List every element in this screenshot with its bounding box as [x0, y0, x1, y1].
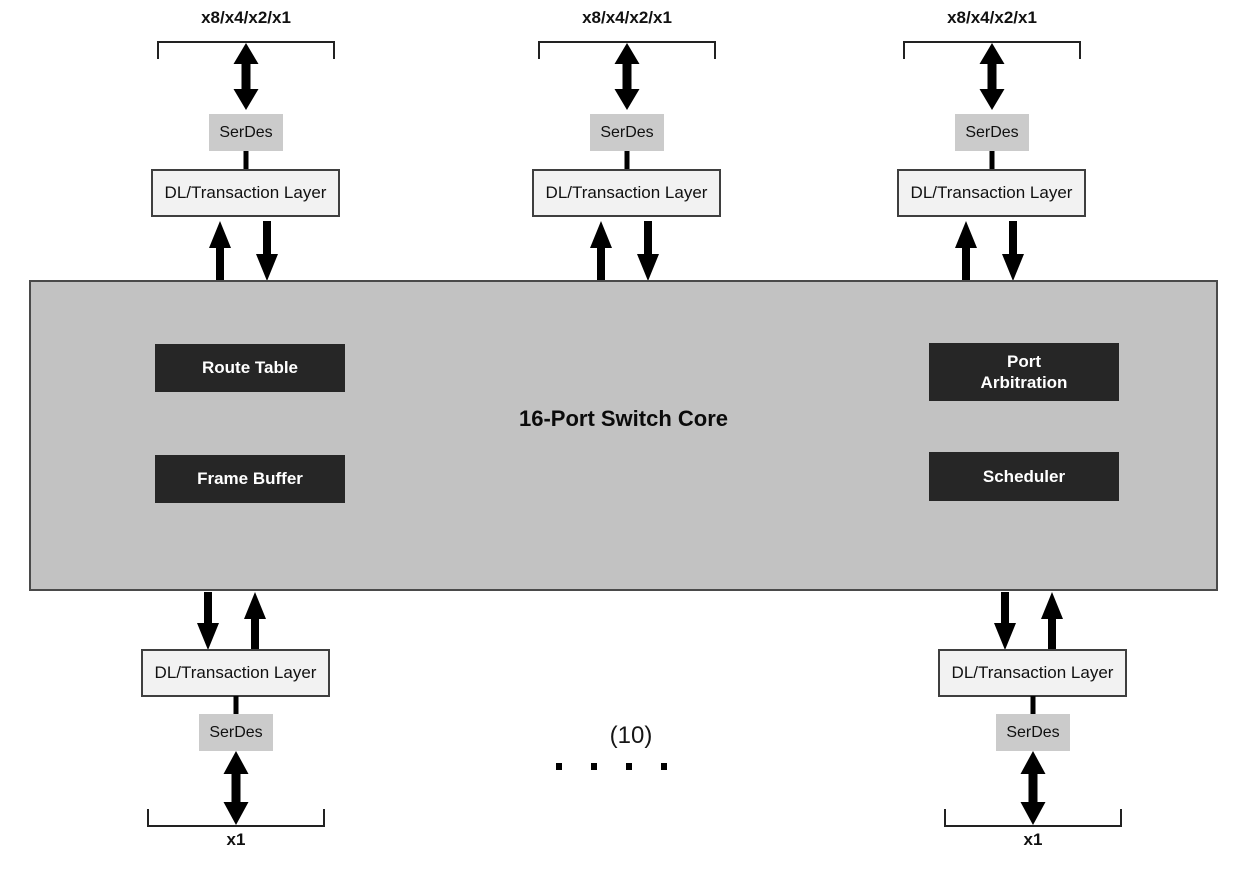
- pcie-port-top-2: x8/x4/x2/x1 SerDes DL/Transaction Layer: [532, 0, 722, 281]
- serdes-box: SerDes: [996, 714, 1070, 751]
- hidden-ports-indicator: (10): [518, 722, 704, 770]
- dl-transaction-layer-box: DL/Transaction Layer: [897, 169, 1086, 217]
- port-arbitration-module: Port Arbitration: [929, 343, 1119, 401]
- ellipsis-dot: [660, 762, 667, 770]
- serdes-box: SerDes: [955, 114, 1029, 151]
- serdes-box: SerDes: [199, 714, 273, 751]
- lane-bracket: [157, 41, 335, 59]
- pcie-port-bottom-2: DL/Transaction Layer SerDes x1: [938, 591, 1128, 871]
- up-arrow-icon: [244, 592, 266, 650]
- bidirectional-arrow-icon: [979, 43, 1005, 110]
- switch-core-box: 16-Port Switch Core Route Table Frame Bu…: [29, 280, 1218, 591]
- serdes-box: SerDes: [590, 114, 664, 151]
- lane-bracket: [538, 41, 716, 59]
- serdes-dl-connector: [624, 151, 630, 170]
- lane-width-label: x8/x4/x2/x1: [582, 8, 672, 27]
- dl-transaction-layer-box: DL/Transaction Layer: [151, 169, 340, 217]
- pcie-port-top-3: x8/x4/x2/x1 SerDes DL/Transaction Layer: [897, 0, 1087, 281]
- down-arrow-icon: [1002, 221, 1024, 281]
- bidirectional-arrow-icon: [223, 751, 249, 825]
- down-arrow-icon: [256, 221, 278, 281]
- lane-bracket: [147, 809, 325, 827]
- bidirectional-arrow-icon: [233, 43, 259, 110]
- lane-width-label: x1: [226, 830, 246, 849]
- serdes-box: SerDes: [209, 114, 283, 151]
- bidirectional-arrow-icon: [614, 43, 640, 110]
- bidirectional-arrow-icon: [1020, 751, 1046, 825]
- hidden-ports-count: (10): [609, 722, 653, 749]
- up-arrow-icon: [590, 221, 612, 281]
- ellipsis-dots: [518, 762, 704, 770]
- lane-width-label: x8/x4/x2/x1: [947, 8, 1037, 27]
- dl-transaction-layer-box: DL/Transaction Layer: [532, 169, 721, 217]
- serdes-dl-connector: [989, 151, 995, 170]
- route-table-module: Route Table: [155, 344, 345, 392]
- down-arrow-icon: [637, 221, 659, 281]
- dl-transaction-layer-box: DL/Transaction Layer: [938, 649, 1127, 697]
- serdes-dl-connector: [243, 151, 249, 170]
- up-arrow-icon: [955, 221, 977, 281]
- scheduler-module: Scheduler: [929, 452, 1119, 501]
- lane-width-label: x1: [1023, 830, 1043, 849]
- frame-buffer-module: Frame Buffer: [155, 455, 345, 503]
- ellipsis-dot: [625, 762, 632, 770]
- pcie-port-bottom-1: DL/Transaction Layer SerDes x1: [141, 591, 331, 871]
- dl-transaction-layer-box: DL/Transaction Layer: [141, 649, 330, 697]
- up-arrow-icon: [209, 221, 231, 281]
- ellipsis-dot: [590, 762, 597, 770]
- ellipsis-dot: [555, 762, 562, 770]
- lane-bracket: [903, 41, 1081, 59]
- serdes-dl-connector: [1030, 696, 1036, 715]
- core-title: 16-Port Switch Core: [518, 406, 729, 431]
- down-arrow-icon: [197, 592, 219, 650]
- pcie-port-top-1: x8/x4/x2/x1 SerDes DL/Transaction Layer: [151, 0, 341, 281]
- serdes-dl-connector: [233, 696, 239, 715]
- up-arrow-icon: [1041, 592, 1063, 650]
- lane-width-label: x8/x4/x2/x1: [201, 8, 291, 27]
- down-arrow-icon: [994, 592, 1016, 650]
- lane-bracket: [944, 809, 1122, 827]
